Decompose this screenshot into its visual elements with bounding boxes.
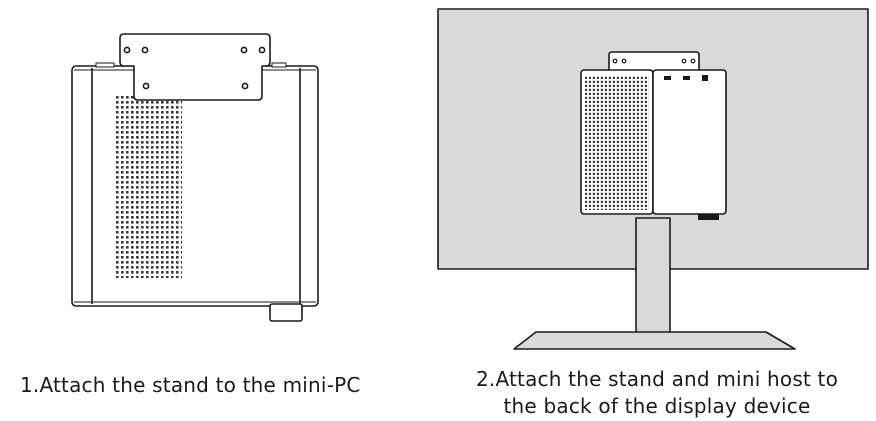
mini-pc-foot <box>269 303 303 322</box>
step-2-caption-line-2: the back of the display device <box>503 394 811 418</box>
port-icon <box>702 75 708 81</box>
mini-pc-top-tab-left <box>95 62 115 68</box>
bracket-hole <box>681 58 687 64</box>
monitor-stand-base <box>513 331 796 350</box>
bracket-hole <box>621 58 627 64</box>
bracket-hole <box>142 82 150 90</box>
bracket-hole <box>241 82 249 90</box>
bracket-hole <box>612 58 618 64</box>
bracket-hole <box>258 46 266 54</box>
mounting-bracket <box>119 33 271 101</box>
step-1-caption: 1.Attach the stand to the mini-PC <box>20 373 361 397</box>
step-1-illustration <box>71 33 319 322</box>
mounted-mini-pc-vent-grille <box>585 76 649 210</box>
monitor-stand-neck <box>635 217 671 334</box>
bracket-hole <box>141 46 149 54</box>
mini-pc-top-tab-right <box>271 62 287 68</box>
port-icon <box>664 76 671 80</box>
mounted-mini-pc-front <box>652 69 727 215</box>
monitor-bracket <box>608 51 700 73</box>
mini-pc-vent-grille <box>114 96 182 278</box>
step-2-caption-line-1: 2.Attach the stand and mini host to <box>475 367 839 391</box>
mounted-mini-pc-foot <box>698 214 719 220</box>
bracket-hole <box>690 58 696 64</box>
port-icon <box>683 76 690 80</box>
step-2-caption: 2.Attach the stand and mini host to the … <box>438 366 876 420</box>
bracket-hole <box>123 46 131 54</box>
bracket-hole <box>240 46 248 54</box>
step-2-illustration <box>437 8 869 350</box>
mini-pc-body <box>71 65 319 307</box>
